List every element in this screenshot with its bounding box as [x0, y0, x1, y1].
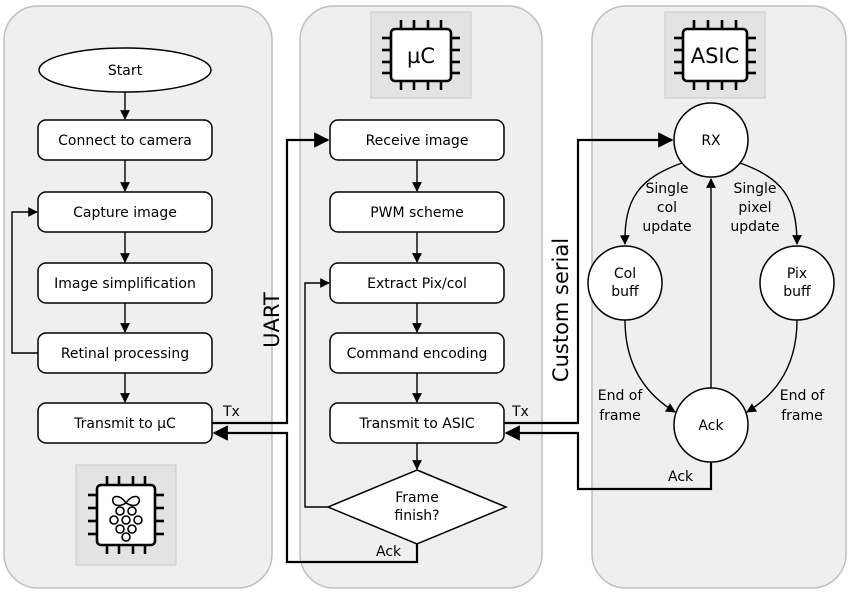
pix-buff-node: [759, 245, 835, 321]
arrow-rx-to-pix-buff: [739, 162, 802, 245]
asic-chip-icon: [664, 11, 766, 99]
asic-chip-label: ASIC: [691, 44, 740, 68]
end-of-frame-left-2: frame: [599, 408, 641, 424]
arrow-rx-to-col-buff: [619, 162, 683, 245]
step-transmit-uc-label: Transmit to µC: [73, 416, 176, 432]
ack-label-middle: Ack: [376, 544, 402, 560]
microcontroller-chip-icon: [370, 11, 472, 99]
single-pixel-label-2: pixel: [738, 200, 771, 216]
raspberry-pi-chip-icon: [75, 464, 177, 566]
decision-finish-label: finish?: [394, 508, 439, 524]
end-of-frame-right-2: frame: [781, 408, 823, 424]
ack-node-label: Ack: [698, 418, 724, 434]
step-retinal-processing-label: Retinal processing: [61, 346, 189, 362]
pix-buff-label-2: buff: [783, 284, 811, 300]
single-col-label-3: update: [642, 219, 691, 235]
end-of-frame-right-1: End of: [780, 388, 826, 404]
arrow-pix-buff-to-ack: [746, 319, 798, 413]
single-pixel-label-3: update: [730, 219, 779, 235]
step-pwm-scheme-label: PWM scheme: [370, 205, 464, 221]
start-label: Start: [108, 63, 143, 79]
single-pixel-label-1: Single: [733, 181, 776, 197]
col-buff-label-1: Col: [614, 266, 636, 282]
step-extract-pix-col-label: Extract Pix/col: [367, 276, 467, 292]
single-col-label-2: col: [657, 200, 677, 216]
uart-label: UART: [260, 292, 284, 348]
rx-label: RX: [701, 133, 721, 149]
loop-retinal-to-capture: [11, 207, 38, 354]
single-col-label-1: Single: [645, 181, 688, 197]
uart-ack-line: [212, 425, 419, 564]
step-capture-image-label: Capture image: [73, 205, 177, 221]
pix-buff-label-1: Pix: [787, 266, 807, 282]
uart-tx-line: [212, 132, 330, 425]
serial-ack-line: [504, 425, 713, 491]
arrow-col-buff-to-ack: [624, 319, 676, 413]
col-buff-node: [587, 245, 663, 321]
rx-node: [673, 102, 749, 178]
step-receive-image-label: Receive image: [366, 133, 469, 149]
step-transmit-asic-label: Transmit to ASIC: [358, 416, 475, 432]
decision-frame-label: Frame: [395, 490, 439, 506]
tx-label-right: Tx: [511, 404, 529, 420]
end-of-frame-left-1: End of: [598, 388, 644, 404]
col-buff-label-2: buff: [611, 284, 639, 300]
serial-tx-line: [504, 132, 674, 425]
loop-decision-to-extract: [304, 278, 330, 508]
step-image-simplification-label: Image simplification: [54, 276, 196, 292]
ack-label-right: Ack: [668, 469, 694, 485]
microcontroller-chip-label: µC: [407, 44, 435, 68]
custom-serial-label: Custom serial: [549, 238, 573, 382]
step-command-encoding-label: Command encoding: [347, 346, 488, 362]
tx-label-left: Tx: [222, 404, 240, 420]
step-connect-camera-label: Connect to camera: [58, 133, 192, 149]
